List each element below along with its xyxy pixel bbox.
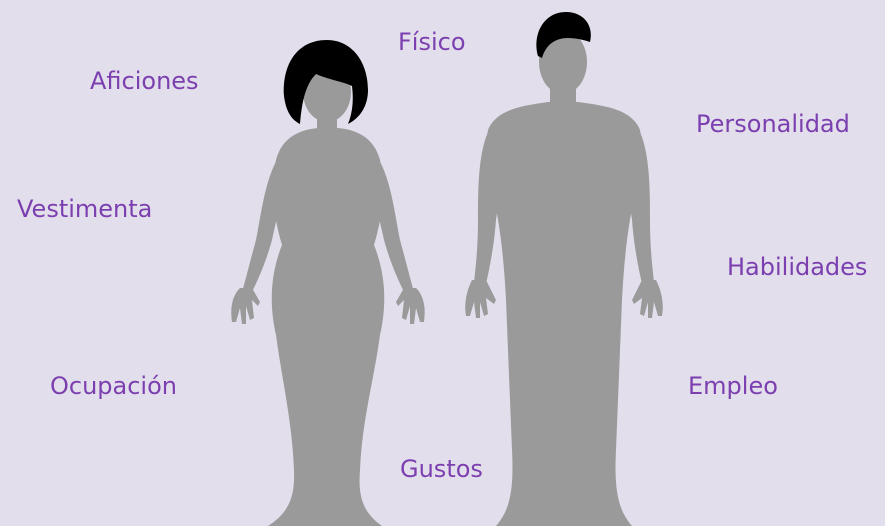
label-fisico: Físico	[398, 30, 466, 54]
label-personalidad: Personalidad	[696, 112, 850, 136]
label-gustos: Gustos	[400, 457, 483, 481]
label-ocupacion: Ocupación	[50, 374, 177, 398]
label-habilidades: Habilidades	[727, 255, 867, 279]
label-vestimenta: Vestimenta	[17, 197, 152, 221]
label-aficiones: Aficiones	[90, 69, 199, 93]
label-empleo: Empleo	[688, 374, 778, 398]
